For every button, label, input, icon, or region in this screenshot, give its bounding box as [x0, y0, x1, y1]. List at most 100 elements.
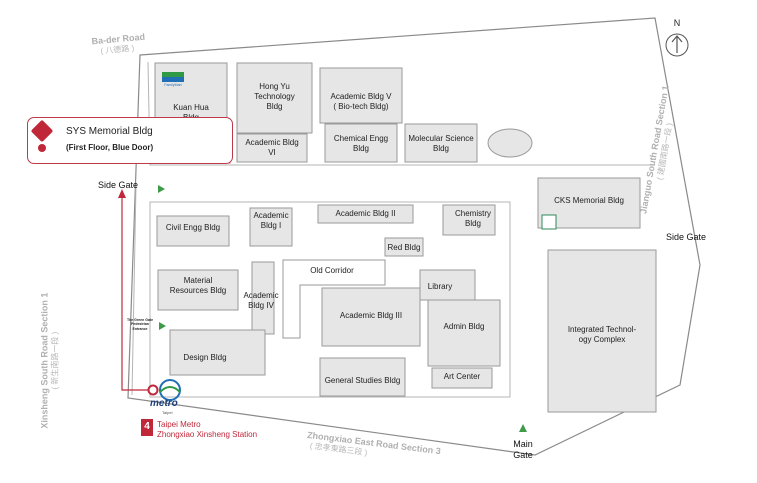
- campus-road-west: [131, 184, 137, 396]
- general-studies-label: General Studies Bldg: [324, 376, 401, 385]
- red-building[interactable]: [384, 237, 424, 257]
- academic-bldg-iii[interactable]: [321, 287, 421, 347]
- academic-bldg-vi-label-1: Academic Bldg: [245, 138, 299, 147]
- academic-bldg-ii-label: Academic Bldg II: [335, 209, 396, 218]
- green-gate-label-3: Entrance: [132, 326, 148, 331]
- metro-logo-text: metro: [150, 398, 178, 409]
- academic-bldg-v-label-2: ( Bio-tech Bldg): [333, 102, 389, 111]
- hong-yu-label: Hong Yu Technology Bldg: [237, 82, 312, 112]
- chemistry-building[interactable]: [442, 204, 496, 236]
- seven-eleven-store[interactable]: [541, 214, 557, 230]
- academic-bldg-i-label-2: Bldg I: [260, 221, 282, 230]
- metro-station-line1: Taipei Metro: [157, 420, 201, 429]
- chemical-engg-label-1: Chemical Engg: [333, 134, 389, 143]
- main-gate-label: Main Gate: [508, 439, 538, 462]
- molecular-science-label-2: Bldg: [432, 144, 449, 153]
- hong-yu-building[interactable]: [236, 62, 313, 134]
- chemistry-label-2: Bldg: [464, 219, 481, 228]
- main-gate-marker: [519, 424, 527, 432]
- sys-callout-title: SYS Memorial Bldg: [66, 126, 153, 137]
- chemistry-label: Chemistry Bldg: [443, 209, 503, 229]
- old-corridor: [282, 259, 386, 339]
- integrated-technology-complex[interactable]: [547, 249, 657, 413]
- road-label-west: Xinsheng South Road Section 1 ( 新生南路一段 ): [39, 261, 60, 461]
- material-resources-label-1: Material: [183, 276, 213, 285]
- hong-yu-label-2: Technology: [254, 92, 295, 101]
- chemical-engg-building[interactable]: [324, 123, 398, 163]
- molecular-science-building[interactable]: [404, 123, 478, 163]
- design-building-label: Design Bldg: [183, 353, 227, 362]
- academic-bldg-i-label-1: Academic: [253, 211, 289, 220]
- side-gate-east-label: Side Gate: [666, 232, 707, 242]
- admin-building[interactable]: [427, 299, 501, 367]
- familymart-logo-band: [162, 77, 184, 82]
- main-gate-label-line1: Main: [513, 439, 533, 449]
- green-gate-label-1: The Green Gate: [126, 318, 154, 322]
- molecular-science-label-1: Molecular Science: [408, 134, 474, 143]
- metro-station-label: Taipei Metro Zhongxiao Xinsheng Station: [157, 420, 257, 440]
- metro-logo-subtext: Taipei: [162, 410, 173, 415]
- material-resources-label: Material Resources Bldg: [158, 276, 238, 296]
- red-building-label: Red Bldg: [387, 243, 421, 252]
- route-arrow: [118, 189, 126, 198]
- general-studies-building[interactable]: [319, 357, 406, 397]
- design-building[interactable]: [169, 329, 266, 376]
- sys-callout-subtitle: (First Floor, Blue Door): [66, 143, 154, 152]
- material-resources-building[interactable]: [157, 269, 239, 311]
- side-gate-west-marker: [158, 185, 165, 193]
- green-gate-label: The Green Gate Pedestrian Entrance: [118, 318, 162, 331]
- walking-route: [121, 197, 153, 391]
- art-center-label: Art Center: [443, 372, 481, 381]
- academic-bldg-i[interactable]: [249, 207, 293, 247]
- central-campus-block: [149, 201, 511, 398]
- academic-bldg-iii-label: Academic Bldg III: [339, 311, 403, 320]
- green-gate-label-2: Pedestrian: [131, 322, 149, 327]
- chemistry-label-1: Chemistry: [454, 209, 491, 218]
- pond: [487, 128, 533, 158]
- chemical-engg-label: Chemical Engg Bldg: [325, 134, 397, 154]
- hong-yu-label-1: Hong Yu: [259, 82, 290, 91]
- academic-bldg-iv-label-2: Bldg IV: [248, 301, 274, 310]
- chinese-lantern-icon: [30, 119, 54, 143]
- material-resources-label-2: Resources Bldg: [169, 286, 227, 295]
- familymart-logo: [162, 72, 184, 77]
- academic-bldg-vi[interactable]: [236, 133, 308, 163]
- academic-bldg-iv-label-1: Academic: [243, 291, 279, 300]
- green-gate-marker: [159, 322, 166, 330]
- main-gate-label-line2: Gate: [513, 450, 533, 461]
- civil-engg-building[interactable]: [156, 215, 230, 247]
- chemical-engg-label-2: Bldg: [352, 144, 369, 153]
- academic-bldg-v-label: Academic Bldg V ( Bio-tech Bldg): [320, 92, 402, 112]
- library[interactable]: [419, 269, 476, 301]
- sys-memorial-callout[interactable]: SYS Memorial Bldg (First Floor, Blue Doo…: [27, 117, 233, 164]
- integrated-technology-label-1: Integrated Technol-: [567, 325, 637, 334]
- route-start-marker: [147, 384, 159, 396]
- lantern-tassel-icon: [38, 144, 46, 152]
- academic-bldg-i-label: Academic Bldg I: [246, 211, 296, 231]
- academic-bldg-vi-label: Academic Bldg VI: [237, 138, 307, 158]
- academic-bldg-v[interactable]: [319, 67, 403, 124]
- hong-yu-label-3: Bldg: [266, 102, 283, 111]
- art-center[interactable]: [431, 367, 493, 389]
- academic-bldg-vi-label-2: VI: [268, 148, 276, 157]
- molecular-science-label: Molecular Science Bldg: [402, 134, 480, 154]
- old-corridor-label: Old Corridor: [310, 266, 354, 275]
- cks-memorial-label: CKS Memorial Bldg: [554, 196, 624, 205]
- academic-bldg-v-label-1: Academic Bldg V: [330, 92, 392, 101]
- civil-engg-label: Civil Engg Bldg: [165, 223, 221, 232]
- academic-bldg-ii[interactable]: [317, 204, 414, 224]
- road-name-west-cn: ( 新生南路一段 ): [50, 331, 60, 390]
- side-gate-west-label: Side Gate: [98, 180, 139, 190]
- integrated-technology-label: Integrated Technol- ogy Complex: [548, 325, 656, 345]
- compass-label: N: [673, 18, 681, 28]
- metro-exit-number: 4: [144, 421, 150, 432]
- kuan-hua-label-1: Kuan Hua: [173, 103, 209, 112]
- familymart-label: FamilyMart: [164, 83, 182, 87]
- metro-logo-icon: [159, 379, 181, 401]
- library-label: Library: [427, 282, 453, 291]
- integrated-technology-label-2: ogy Complex: [578, 335, 626, 344]
- compass-arrowhead: [671, 35, 683, 43]
- road-name-west: Xinsheng South Road Section 1: [39, 292, 50, 429]
- academic-bldg-iv-label: Academic Bldg IV: [236, 291, 286, 311]
